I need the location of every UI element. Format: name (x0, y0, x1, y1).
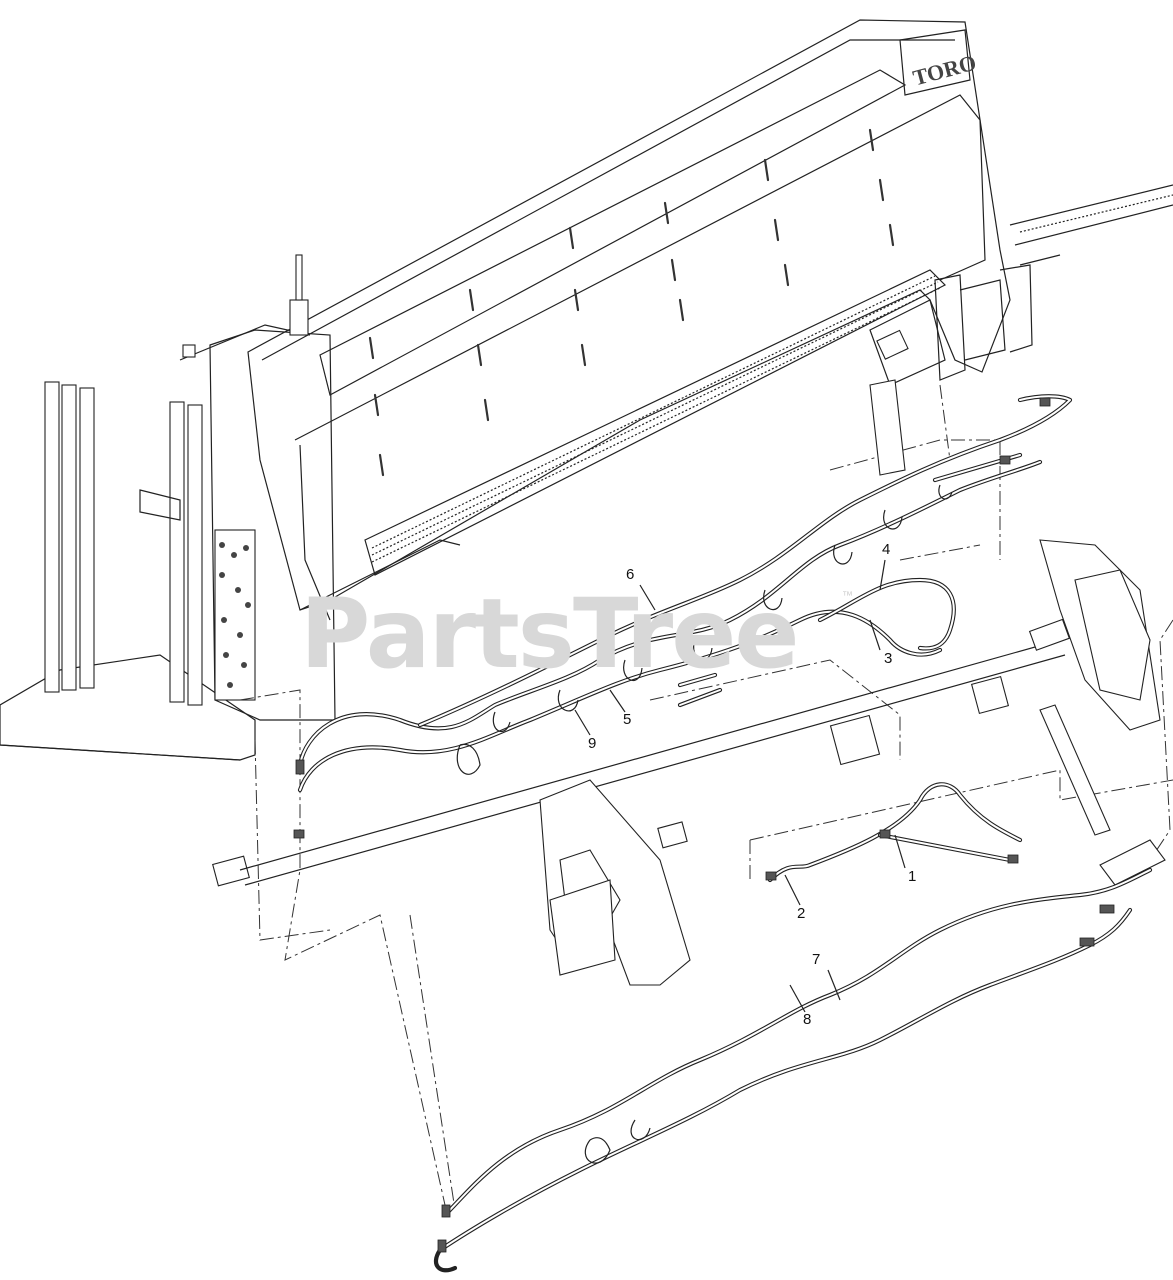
callout-4: 4 (882, 541, 891, 558)
callout-leaders (574, 559, 906, 1013)
hose-fittings (293, 397, 1115, 1253)
left-tower-assembly (0, 254, 336, 887)
callout-2: 2 (797, 905, 806, 922)
brand-logo-text: TORO (910, 50, 979, 91)
callout-5: 5 (623, 711, 632, 728)
assembly-outline-dashed (239, 384, 1173, 1211)
callout-8: 8 (803, 1011, 812, 1028)
center-shaft-assembly (239, 379, 1166, 986)
hose-clamps (456, 484, 953, 1164)
callout-9: 9 (588, 735, 597, 752)
callout-3: 3 (884, 650, 893, 667)
callout-7: 7 (812, 951, 821, 968)
hydraulic-hoses (297, 394, 1153, 1273)
callout-1: 1 (908, 868, 917, 885)
main-frame-panel: TORO (247, 19, 1173, 621)
callout-6: 6 (626, 566, 635, 583)
watermark-trademark: ™ (842, 590, 853, 602)
